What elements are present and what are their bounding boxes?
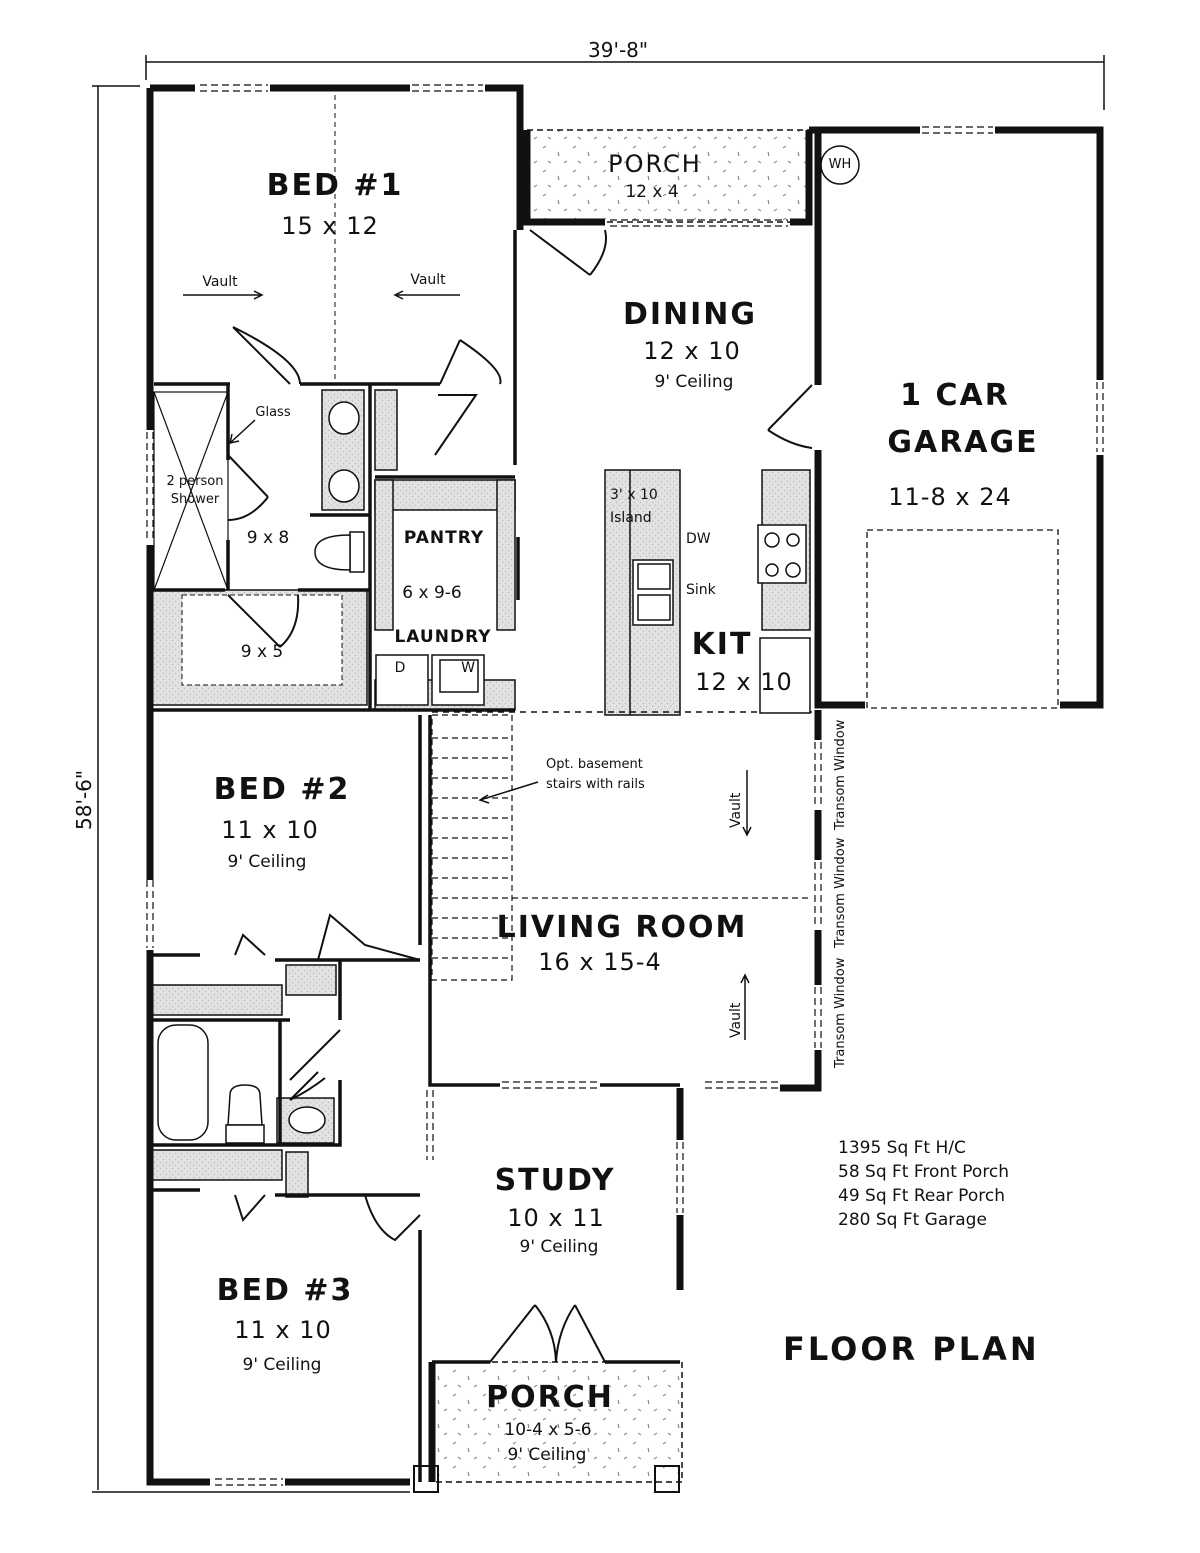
sqft-heated: 1395 Sq Ft H/C <box>838 1138 966 1158</box>
bed1-size: 15 x 12 <box>281 212 379 240</box>
transom-window-1: Transom Window <box>833 719 848 830</box>
pantry-name: PANTRY <box>403 528 485 548</box>
dimension-lines <box>92 55 1105 1493</box>
bed3-size: 11 x 10 <box>234 1316 332 1344</box>
bed1-vault-left: Vault <box>202 274 238 290</box>
dryer-label: D <box>394 660 406 676</box>
shower-x <box>153 391 229 591</box>
square-footage-summary: 1395 Sq Ft H/C 58 Sq Ft Front Porch 49 S… <box>838 1136 1009 1232</box>
sink-label: Sink <box>686 582 716 598</box>
bed2-ceiling: 9' Ceiling <box>227 852 307 872</box>
walls <box>146 84 1104 1486</box>
closet-size: 9 x 5 <box>240 642 284 662</box>
study-size: 10 x 11 <box>507 1204 605 1232</box>
front-porch-size: 10-4 x 5-6 <box>504 1420 592 1440</box>
overall-depth-dimension: 58'-6" <box>72 769 96 830</box>
dining-name: DINING <box>622 297 758 332</box>
master-bath-size: 9 x 8 <box>246 528 290 548</box>
windows <box>146 84 1104 1486</box>
garage-size: 11-8 x 24 <box>888 483 1012 511</box>
stairs-note-line2: stairs with rails <box>546 777 645 792</box>
stairs-note-line1: Opt. basement <box>546 757 643 772</box>
rear-porch-name: PORCH <box>608 150 702 178</box>
rear-porch-size: 12 x 4 <box>625 182 679 202</box>
garage-door-outline <box>866 529 1059 709</box>
shower-label: 2 person Shower <box>166 474 224 507</box>
overall-width-dimension: 39'-8" <box>588 38 649 62</box>
annotation-arrows <box>183 290 752 1040</box>
plan-title: FLOOR PLAN <box>783 1330 1040 1368</box>
fixtures <box>157 145 860 1144</box>
pantry-size: 6 x 9-6 <box>402 583 462 603</box>
sqft-rear-porch: 49 Sq Ft Rear Porch <box>838 1186 1005 1206</box>
kitchen-name: KIT <box>691 627 753 662</box>
transom-window-2: Transom Window <box>833 837 848 948</box>
sqft-garage: 280 Sq Ft Garage <box>838 1210 987 1230</box>
study-ceiling: 9' Ceiling <box>519 1237 599 1257</box>
water-heater-label: WH <box>828 157 852 172</box>
bed3-ceiling: 9' Ceiling <box>242 1355 322 1375</box>
bed1-vault-right: Vault <box>410 272 446 288</box>
dining-size: 12 x 10 <box>643 337 741 365</box>
front-porch-name: PORCH <box>486 1380 614 1415</box>
living-vault-top: Vault <box>728 792 744 828</box>
garage-name-line1: 1 CAR <box>900 378 1010 413</box>
bed1-name: BED #1 <box>266 168 404 203</box>
rear-porch-slab <box>526 129 810 223</box>
glass-label: Glass <box>255 405 291 420</box>
door-swings <box>227 229 813 1363</box>
garage-name-line2: GARAGE <box>887 425 1039 460</box>
bed3-name: BED #3 <box>216 1273 354 1308</box>
kitchen-size: 12 x 10 <box>695 668 793 696</box>
dining-ceiling: 9' Ceiling <box>654 372 734 392</box>
sqft-front-porch: 58 Sq Ft Front Porch <box>838 1162 1010 1182</box>
laundry-name: LAUNDRY <box>394 627 492 647</box>
living-size: 16 x 15-4 <box>538 948 662 976</box>
washer-label: W <box>461 660 475 676</box>
study-name: STUDY <box>494 1163 616 1198</box>
island-size: 3' x 10 <box>610 487 658 503</box>
basement-stairs <box>431 714 812 981</box>
bed2-name: BED #2 <box>213 772 351 807</box>
bed2-size: 11 x 10 <box>221 816 319 844</box>
dishwasher-label: DW <box>686 531 711 547</box>
living-name: LIVING ROOM <box>496 910 748 945</box>
island-label: Island <box>610 510 652 526</box>
transom-window-3: Transom Window <box>833 957 848 1068</box>
front-porch-ceiling: 9' Ceiling <box>507 1445 587 1465</box>
living-vault-bottom: Vault <box>728 1002 744 1038</box>
